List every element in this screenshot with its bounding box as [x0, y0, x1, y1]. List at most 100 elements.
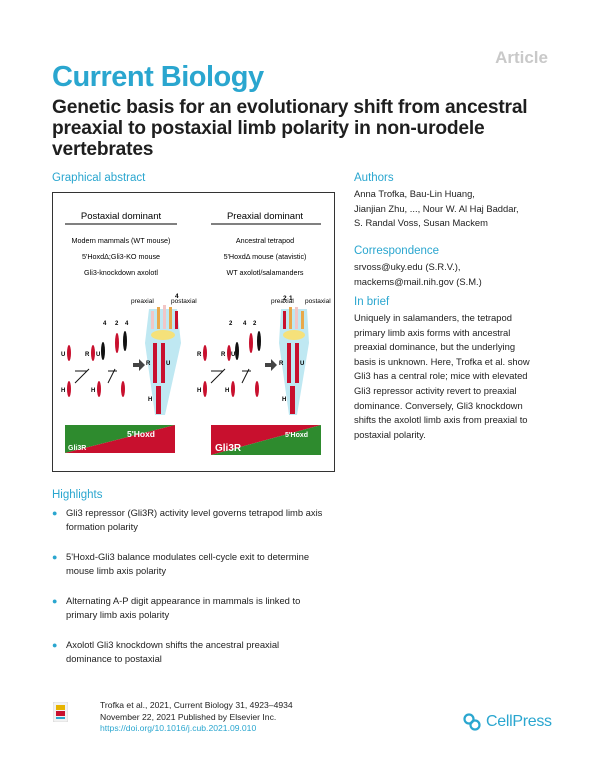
left-line-1: Modern mammals (WT mouse): [72, 236, 171, 245]
in-brief-line: basis is unknown. Here, Trofka et al. sh…: [354, 355, 530, 367]
right-sequence: [203, 331, 277, 397]
right-hoxd-label: 5'Hoxd: [285, 432, 308, 439]
bullet-icon: ●: [52, 508, 58, 518]
bullet-icon: ●: [52, 552, 58, 562]
graphical-abstract-figure: Postaxial dominant Preaxial dominant Mod…: [52, 192, 335, 472]
highlight-line: Alternating A-P digit appearance in mamm…: [66, 595, 301, 606]
highlight-item: ● Gli3 repressor (Gli3R) activity level …: [52, 506, 342, 534]
in-brief-line: Uniquely in salamanders, the tetrapod: [354, 312, 512, 323]
highlight-line: 5'Hoxd-Gli3 balance modulates cell-cycle…: [66, 551, 310, 562]
authors-line: Jianjian Zhu, ..., Nour W. Al Haj Baddar…: [354, 202, 519, 214]
article-title: Genetic basis for an evolutionary shift …: [52, 97, 528, 160]
citation-line: Trofka et al., 2021, Current Biology 31,…: [100, 700, 293, 710]
right-line-2: 5'HoxdΔ mouse (atavistic): [224, 252, 307, 261]
right-seq-H1: H: [197, 388, 201, 394]
cellpress-name: CellPress: [486, 713, 552, 730]
article-type-label: Article: [495, 48, 548, 67]
right-gli3r-label: Gli3R: [215, 443, 242, 454]
right-hand-digit-2: 2: [283, 295, 287, 302]
cellpress-icon: [463, 713, 481, 731]
left-sequence: [67, 331, 145, 397]
highlight-line: formation polarity: [66, 521, 138, 532]
postaxial-heading: Postaxial dominant: [81, 211, 162, 222]
left-seq-R: R: [85, 352, 90, 358]
left-gradient-triangles: [65, 425, 175, 453]
left-limb-U: U: [166, 361, 170, 367]
left-humerus-bone: [156, 386, 161, 414]
bullet-icon: ●: [52, 596, 58, 606]
preaxial-heading: Preaxial dominant: [227, 211, 303, 222]
crossmark-icon[interactable]: [53, 702, 68, 722]
left-hand-digit-4: 4: [175, 293, 179, 300]
left-seq-U1: U: [61, 352, 65, 358]
right-humerus-bone: [290, 386, 295, 414]
right-seq-H2: H: [225, 388, 229, 394]
authors-line: Anna Trofka, Bau-Lin Huang,: [354, 188, 475, 199]
in-brief-line: Gli3 has a central role; mice with eleva…: [354, 370, 528, 382]
right-limb-U: U: [300, 361, 304, 367]
highlights-list: ● Gli3 repressor (Gli3R) activity level …: [52, 506, 342, 682]
right-line-3: WT axolotl/salamanders: [227, 268, 304, 277]
in-brief-line: Gli3 repressor activity revert to preaxi…: [354, 384, 517, 396]
left-seq-H2: H: [91, 388, 95, 394]
citation-date: November 22, 2021 Published by Elsevier …: [100, 711, 277, 722]
correspondence-email[interactable]: srvoss@uky.edu (S.R.V.),: [354, 261, 461, 272]
in-brief-line: preaxial dominance, but the underlying: [354, 341, 516, 353]
highlight-line: mouse limb axis polarity: [66, 565, 167, 576]
authors-block: Anna Trofka, Bau-Lin Huang, Jianjian Zhu…: [354, 187, 554, 231]
right-limb-H: H: [282, 397, 286, 403]
right-seq-digit-a: 2: [229, 321, 233, 327]
in-brief-label: In brief: [354, 296, 390, 308]
correspondence-block: srvoss@uky.edu (S.R.V.), mackems@mail.ni…: [354, 260, 554, 289]
left-postaxial-label: postaxial: [171, 298, 197, 305]
highlight-line: Gli3 repressor (Gli3R) activity level go…: [66, 507, 323, 518]
right-hand-digit-1: 1: [289, 295, 293, 302]
left-seq-digit-a: 4: [103, 321, 107, 327]
right-postaxial-label: postaxial: [305, 298, 331, 305]
graphical-abstract-label: Graphical abstract: [52, 172, 146, 184]
left-hand-digits: [151, 305, 178, 340]
right-preaxial-label: preaxial: [271, 298, 294, 305]
correspondence-email[interactable]: mackems@mail.nih.gov (S.M.): [354, 275, 482, 287]
highlight-item: ● Alternating A-P digit appearance in ma…: [52, 594, 342, 622]
in-brief-line: dominance. Conversely, Gli3 knockdown: [354, 399, 523, 411]
citation-block: Trofka et al., 2021, Current Biology 31,…: [100, 700, 293, 735]
highlight-line: dominance to postaxial: [66, 653, 162, 664]
right-seq-R2: R: [221, 352, 226, 358]
highlights-label: Highlights: [52, 489, 103, 501]
right-seq-R1: R: [197, 352, 202, 358]
right-seq-digit-b: 4: [243, 321, 247, 327]
bullet-icon: ●: [52, 640, 58, 650]
left-limb-R: R: [146, 361, 151, 367]
left-preaxial-label: preaxial: [131, 298, 154, 305]
authors-label: Authors: [354, 172, 394, 184]
right-seq-digit-c: 2: [253, 321, 257, 327]
left-radius-bone: [153, 343, 157, 383]
left-hoxd-label: 5'Hoxd: [127, 429, 155, 439]
left-line-2: 5'HoxdΔ;Gli3-KO mouse: [82, 252, 160, 261]
left-ulna-bone: [161, 343, 165, 383]
correspondence-label: Correspondence: [354, 245, 440, 257]
highlight-line: Axolotl Gli3 knockdown shifts the ancest…: [66, 639, 280, 650]
highlight-line: primary limb axis polarity: [66, 609, 170, 620]
in-brief-line: postaxial polarity.: [354, 428, 426, 440]
left-seq-digit-c: 4: [125, 321, 129, 327]
highlight-item: ● Axolotl Gli3 knockdown shifts the ance…: [52, 638, 342, 666]
journal-name[interactable]: Current Biology: [52, 61, 264, 93]
left-limb-H: H: [148, 397, 152, 403]
highlight-item: ● 5'Hoxd-Gli3 balance modulates cell-cyc…: [52, 550, 342, 578]
right-ulna-bone: [295, 343, 299, 383]
right-limb-R: R: [279, 361, 284, 367]
cellpress-logo[interactable]: CellPress: [462, 712, 552, 732]
right-gradient-triangles: [211, 425, 321, 455]
left-seq-digit-b: 2: [115, 321, 119, 327]
in-brief-line: primary limb axis forms with ancestral: [354, 326, 511, 338]
left-gli3r-label: Gli3R: [68, 445, 86, 452]
right-radius-bone: [287, 343, 291, 383]
doi-link[interactable]: https://doi.org/10.1016/j.cub.2021.09.01…: [100, 723, 257, 733]
right-line-1: Ancestral tetrapod: [236, 236, 294, 245]
in-brief-text: Uniquely in salamanders, the tetrapod pr…: [354, 311, 554, 442]
left-line-3: Gli3-knockdown axolotl: [84, 268, 158, 277]
right-seq-U: U: [231, 352, 235, 358]
authors-line: S. Randal Voss, Susan Mackem: [354, 217, 488, 229]
